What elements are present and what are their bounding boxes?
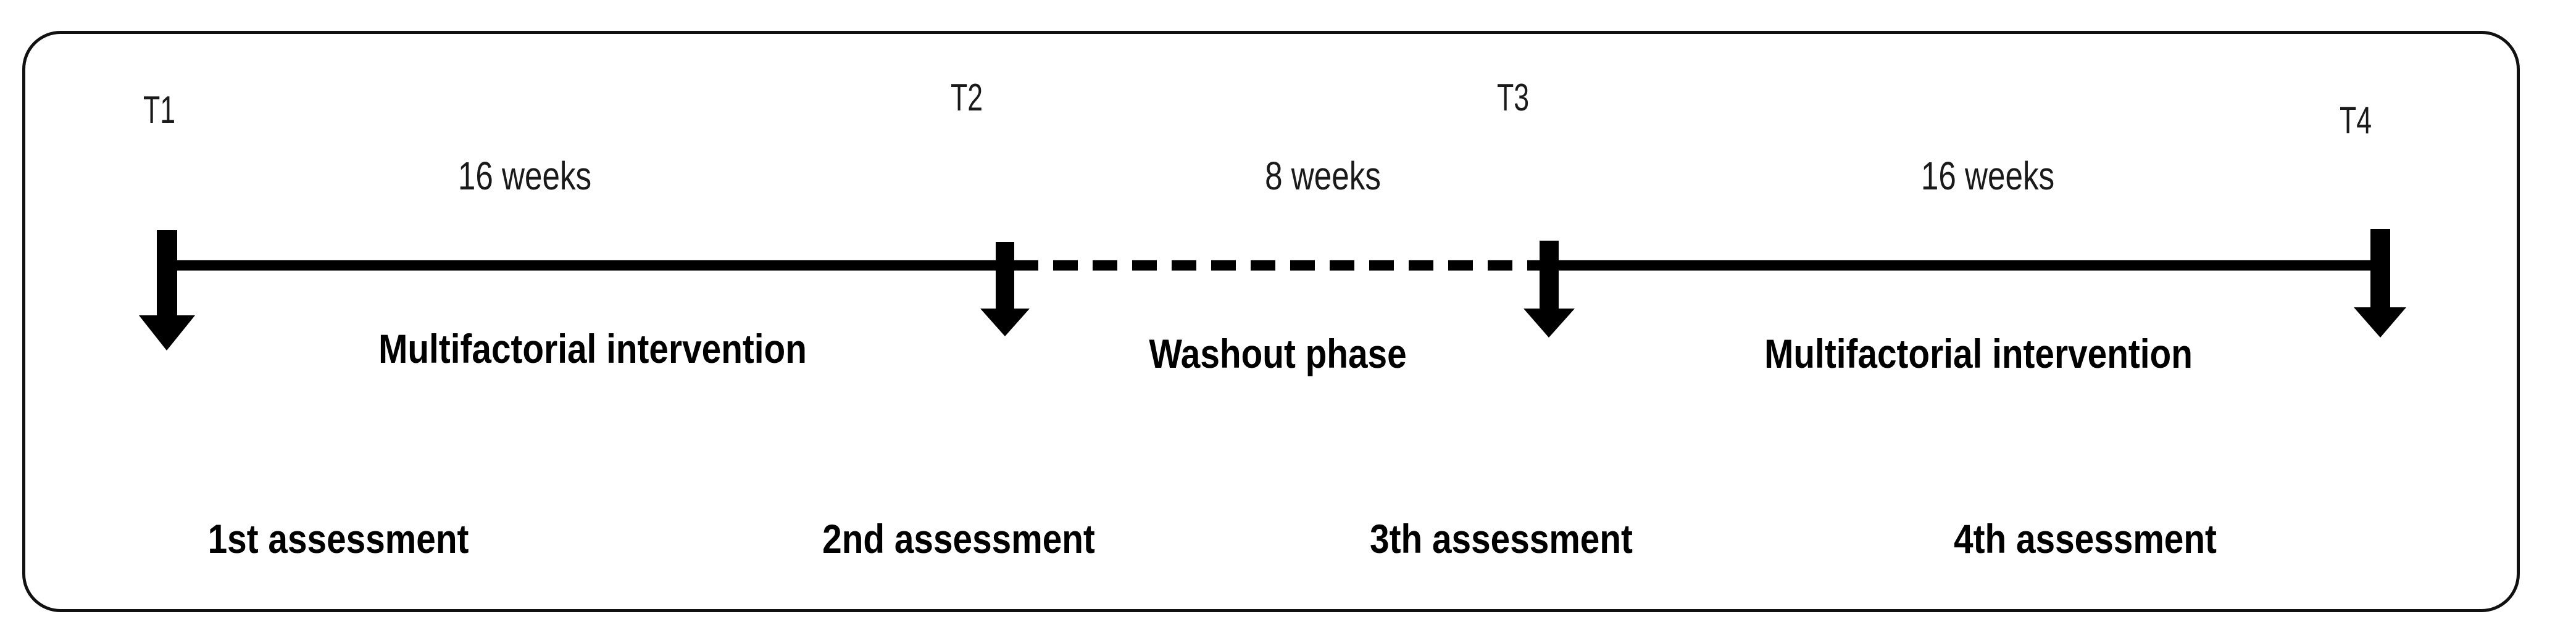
diagram-frame [22, 31, 2520, 612]
phase-label-intervention-1: Multifactorial intervention [378, 326, 807, 371]
assessment-label-2: 2nd assessment [822, 516, 1095, 562]
assessment-label-3: 3th assessment [1370, 516, 1633, 562]
phase-label-intervention-2: Multifactorial intervention [1764, 331, 2193, 376]
timepoint-label-t1: T1 [143, 89, 176, 131]
timepoint-label-t2: T2 [951, 77, 983, 119]
duration-label-washout: 8 weeks [1265, 154, 1381, 198]
assessment-label-4: 4th assessment [1954, 516, 2217, 562]
timepoint-label-t3: T3 [1497, 77, 1530, 119]
duration-label-phase2: 16 weeks [1920, 154, 2055, 198]
duration-label-phase1: 16 weeks [457, 154, 592, 198]
timepoint-label-t4: T4 [2340, 99, 2372, 142]
assessment-label-1: 1st assessment [207, 516, 469, 562]
phase-label-washout: Washout phase [1149, 331, 1407, 376]
